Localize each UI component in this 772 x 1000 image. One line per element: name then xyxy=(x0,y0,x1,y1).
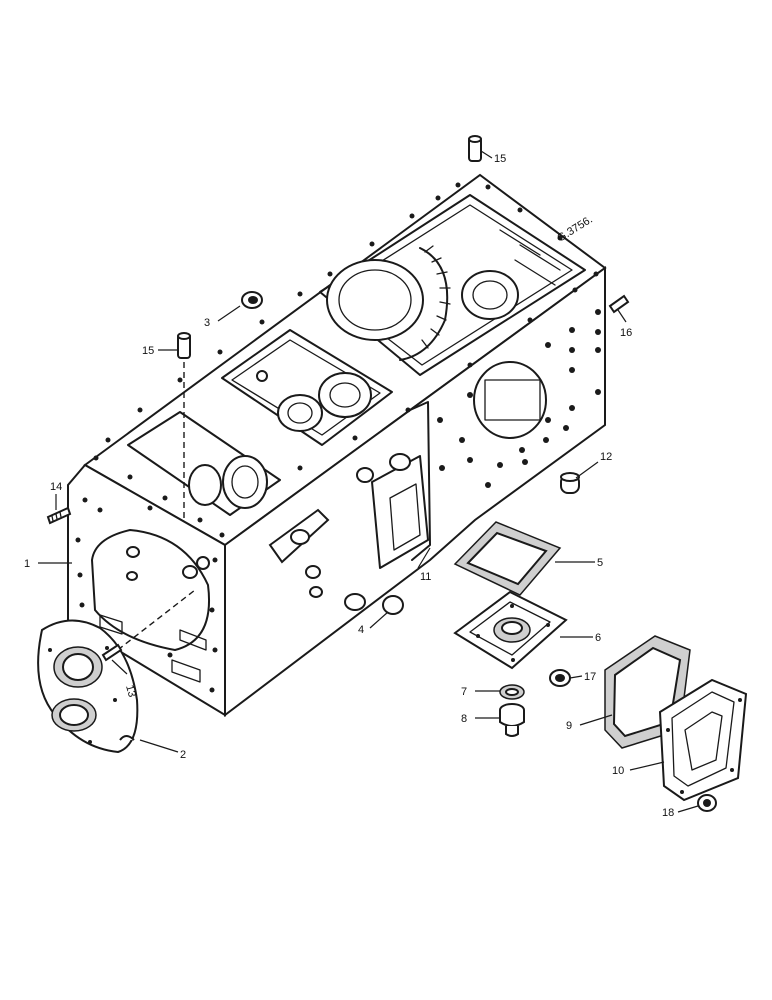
front-slot-1 xyxy=(99,614,123,635)
callout-16: 16 xyxy=(620,327,632,339)
callout-8: 8 xyxy=(461,713,467,725)
stud-part-14 xyxy=(46,506,72,525)
washer-part-7 xyxy=(499,684,525,700)
side-bolt-holes xyxy=(437,309,601,488)
pin-assembly-line xyxy=(109,589,196,657)
side-joint-edge xyxy=(409,401,431,561)
middle-bearing-left-inner xyxy=(287,402,313,424)
front-bore-right-inner xyxy=(231,465,259,499)
callout-7: 7 xyxy=(461,686,467,698)
dowel-part-15-upper xyxy=(468,135,482,162)
side-bore-detail xyxy=(484,379,541,421)
rear-top-opening-inner xyxy=(329,204,573,366)
side-pad-hole xyxy=(290,529,310,545)
callout-9: 9 xyxy=(566,720,572,732)
pin-part-16 xyxy=(608,294,630,314)
bearing-bore-rear-inner xyxy=(472,280,508,310)
cover-part-6 xyxy=(453,590,568,670)
side-bore xyxy=(473,361,547,439)
plug-part-3 xyxy=(241,291,263,309)
front-cover-bore-upper-inner xyxy=(62,653,94,681)
callout-13: 13 xyxy=(123,684,138,699)
side-cover-flange-inner xyxy=(389,483,421,551)
crown-wheel-tooth-marks xyxy=(421,245,451,349)
rear-ribs xyxy=(499,229,561,286)
side-boss-upper xyxy=(389,453,411,471)
middle-bearing-right-inner xyxy=(329,382,361,408)
front-slot-3 xyxy=(179,629,207,651)
callout-15-upper: 15 xyxy=(494,153,506,165)
side-boss-left xyxy=(356,467,374,483)
callout-14: 14 xyxy=(50,481,62,493)
middle-bearing-right xyxy=(318,372,372,418)
front-bore-right xyxy=(222,455,268,509)
drawing-code: G.3756. xyxy=(555,214,595,245)
ring-gear-left xyxy=(326,259,424,341)
front-bore-left xyxy=(188,464,222,506)
front-bore-lug-3 xyxy=(126,571,138,581)
callout-11: 11 xyxy=(420,571,431,583)
front-slot-2 xyxy=(171,659,201,683)
pin-part-13 xyxy=(101,643,123,662)
gasket-part-5 xyxy=(453,521,562,596)
callout-12: 12 xyxy=(600,451,612,463)
callout-5: 5 xyxy=(597,557,603,569)
plug-part-4 xyxy=(382,595,404,615)
ring-gear-left-inner xyxy=(338,269,412,331)
front-dowel-hole xyxy=(196,556,210,570)
rear-top-opening xyxy=(319,194,586,376)
callout-labels: 1 2 3 4 5 6 7 8 9 10 11 12 13 14 15 15 1… xyxy=(24,153,674,819)
side-boss-lower xyxy=(344,593,366,611)
callout-1: 1 xyxy=(24,558,30,570)
plug-part-12 xyxy=(560,472,580,494)
top-bolt-holes xyxy=(93,182,599,538)
callout-18: 18 xyxy=(662,807,674,819)
breather-part-8 xyxy=(499,703,525,737)
dowel-part-15-left xyxy=(177,332,191,359)
front-bore-lug-1 xyxy=(126,546,140,558)
side-boss-small-2 xyxy=(309,586,323,598)
callout-3: 3 xyxy=(204,317,210,329)
transmission-housing xyxy=(67,173,607,718)
middle-bearing-left xyxy=(277,394,323,432)
middle-opening-bolt xyxy=(256,370,268,382)
callout-10: 10 xyxy=(612,765,624,777)
front-bore-lug-2 xyxy=(182,565,198,579)
bearing-bore-rear xyxy=(461,270,519,320)
front-bolt-holes xyxy=(75,497,218,693)
front-bore xyxy=(90,528,210,652)
callout-6: 6 xyxy=(595,632,601,644)
callout-15-left: 15 xyxy=(142,345,154,357)
nut-part-18 xyxy=(697,794,717,812)
callout-17: 17 xyxy=(584,671,596,683)
front-cover-bore-lower-inner xyxy=(59,704,89,726)
leader-lines xyxy=(38,150,699,813)
cover-part-10 xyxy=(658,678,748,802)
callout-4: 4 xyxy=(358,624,364,636)
front-cover-notch xyxy=(119,735,135,741)
callout-2: 2 xyxy=(180,749,186,761)
side-boss-small-1 xyxy=(305,565,321,579)
nut-part-17 xyxy=(549,669,571,687)
